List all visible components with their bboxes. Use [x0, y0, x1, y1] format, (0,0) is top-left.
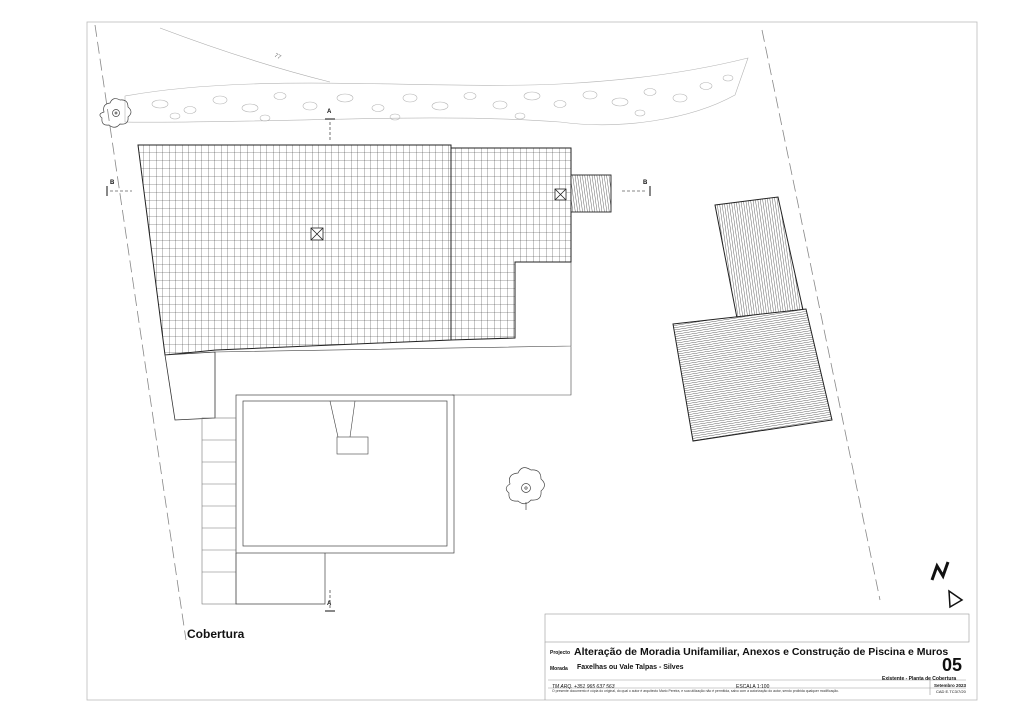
- sheet-frame: [86, 21, 978, 701]
- terrace-outline: [164, 351, 216, 421]
- project-address: Faxelhas ou Vale Talpas - Silves: [577, 664, 684, 671]
- property-line-left: [94, 24, 187, 641]
- pool: [242, 400, 448, 547]
- section-marker-a: [325, 118, 335, 612]
- property-line-right: [761, 29, 881, 601]
- north-arrow-icon: [930, 561, 964, 609]
- sheet-name: Existente - Planta de Cobertura: [882, 676, 957, 682]
- tree-icon: [505, 467, 545, 510]
- pool-steps: [336, 436, 369, 455]
- stair: [201, 417, 237, 605]
- section-label-b-left: B: [110, 180, 115, 186]
- address-label: Morada: [550, 666, 568, 672]
- drawing-scale: ESCALA 1:100: [736, 684, 770, 690]
- roof-porch: [570, 174, 612, 213]
- drawing-title: Cobertura: [187, 627, 245, 641]
- contour-line: [159, 27, 331, 83]
- sheet-code: CAD E.TC3/7/20: [936, 689, 966, 694]
- annex-roof-south: [672, 308, 833, 442]
- chimney-icon: [310, 188, 567, 241]
- pool-deck: [235, 394, 455, 554]
- annex-roof-north: [714, 196, 804, 319]
- roof-wing: [450, 147, 572, 341]
- section-label-a-top: A: [327, 109, 332, 115]
- architect-phone: TM ARQ. +351 965 637 563: [552, 684, 615, 690]
- project-label: Projecto: [550, 650, 571, 656]
- sheet-date: Setembro 2023: [934, 683, 967, 688]
- section-label-a-bottom: A: [327, 601, 332, 607]
- copyright-disclaimer: O presente documento é cópia do original…: [552, 689, 839, 693]
- sheet-number: 05: [942, 655, 963, 675]
- site-wall: [235, 553, 326, 605]
- main-roof: [137, 144, 452, 356]
- project-title: Alteração de Moradia Unifamiliar, Anexos…: [574, 646, 949, 658]
- title-block: [544, 613, 970, 700]
- terrace-edge: [214, 262, 572, 396]
- section-label-b-right: B: [643, 180, 648, 186]
- section-marker-b: [106, 186, 651, 196]
- tree-icon: [99, 98, 132, 128]
- stone-path: [124, 57, 749, 125]
